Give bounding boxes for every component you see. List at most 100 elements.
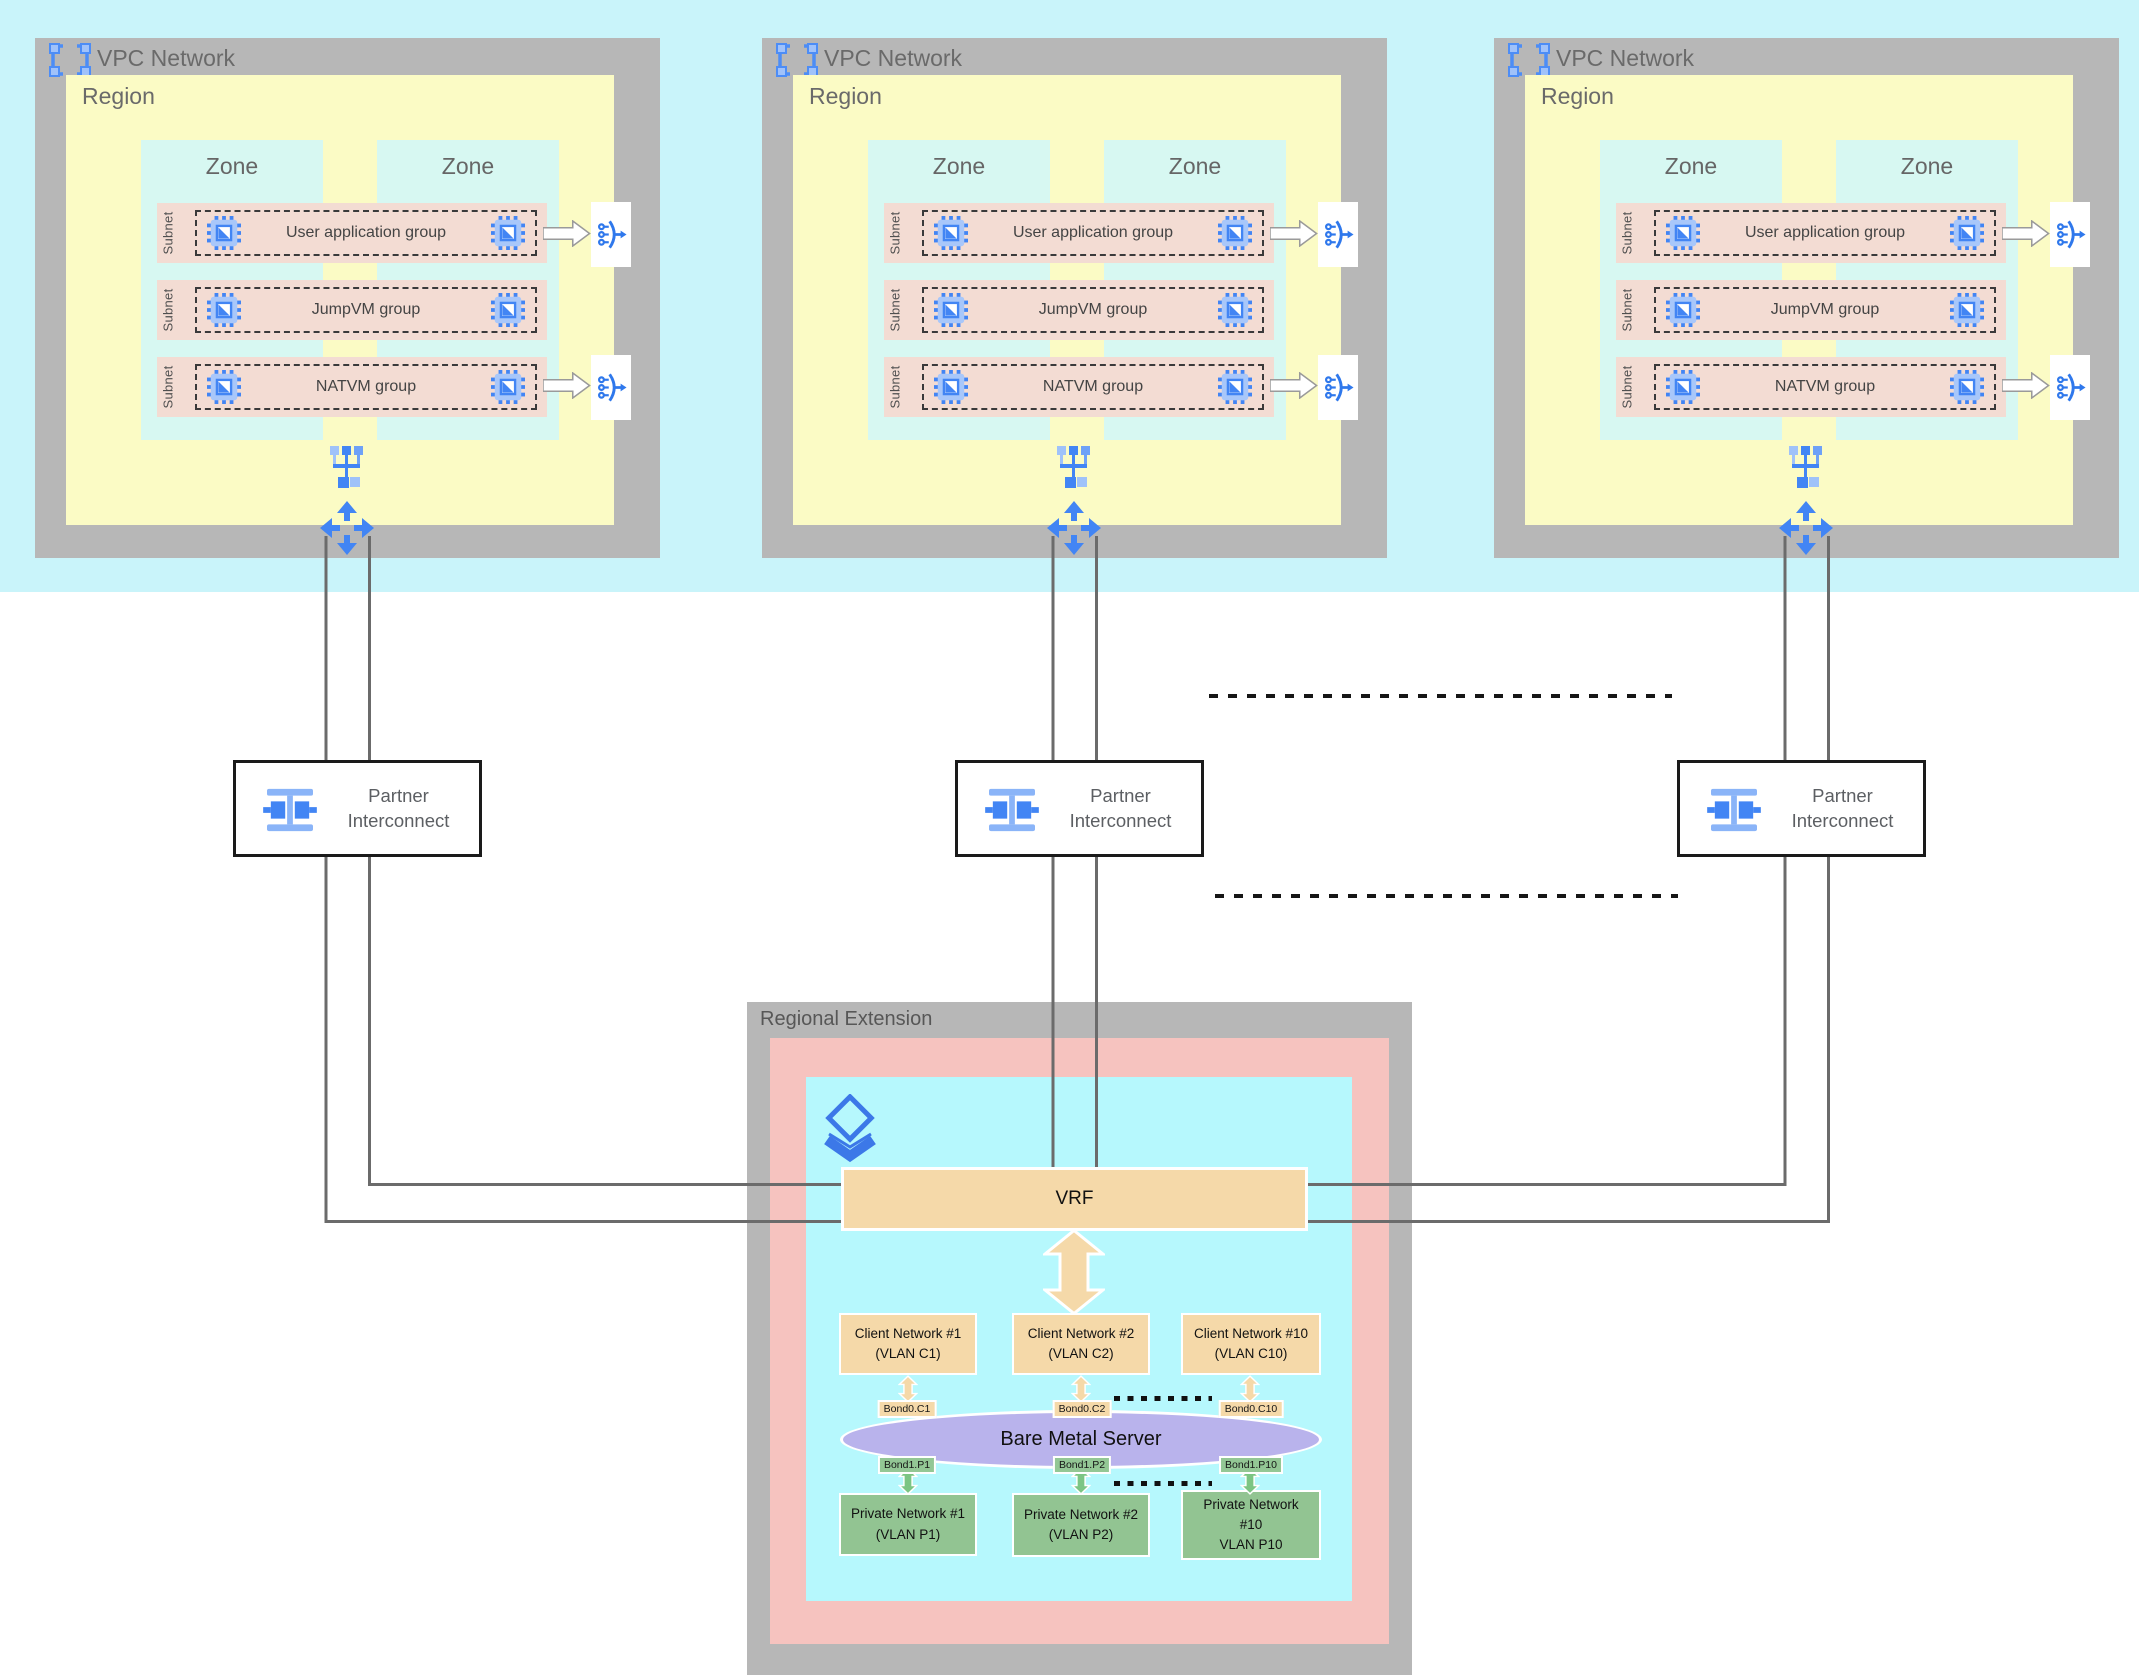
private-network-vlan: (VLAN P2) (1048, 1527, 1114, 1542)
vpc-network-icon (49, 43, 91, 77)
load-balancer-icon (596, 372, 627, 403)
load-balancer-box (591, 355, 631, 420)
partner-interconnect-box-2: Partner Interconnect (955, 760, 1204, 857)
zone-label: Zone (205, 153, 259, 179)
network-icon (328, 446, 366, 492)
partner-interconnect-line1: Partner (1812, 784, 1873, 806)
continuation-dashed-line (1209, 694, 1672, 698)
regional-extension-title: Regional Extension (760, 1008, 933, 1030)
vpc-network-title: VPC Network (1556, 45, 1695, 71)
egress-arrow (543, 220, 591, 247)
zone-label: Zone (1900, 153, 1954, 179)
subnet-label: Subnet (160, 288, 176, 332)
client-network-box-2: Client Network #2 (VLAN C2) (1012, 1313, 1150, 1375)
vm-instance-icon (491, 370, 525, 404)
bond-interface-label: Bond0.C1 (877, 1400, 937, 1418)
vpc-network-title: VPC Network (97, 45, 236, 71)
vm-instance-icon (1218, 216, 1252, 250)
zone-label: Zone (932, 153, 986, 179)
egress-arrow (2002, 372, 2050, 399)
load-balancer-box (1318, 355, 1358, 420)
partner-interconnect-label: Partner Interconnect (1046, 783, 1195, 835)
subnet-label: Subnet (1619, 365, 1635, 409)
vm-instance-icon (1218, 293, 1252, 327)
subnet-row: Subnet JumpVM group (884, 280, 1274, 340)
subnet-row: Subnet NATVM group (884, 357, 1274, 417)
vertical-double-arrow (1071, 1375, 1091, 1403)
load-balancer-icon (1323, 372, 1354, 403)
instance-group-box: User application group (195, 210, 537, 256)
vpc-network-title: VPC Network (824, 45, 963, 71)
vpc-network-icon (776, 43, 818, 77)
vm-instance-icon (1950, 370, 1984, 404)
instance-group-label: User application group (285, 224, 447, 241)
instance-group-label: JumpVM group (1770, 301, 1880, 318)
load-balancer-icon (596, 219, 627, 250)
continuation-dotted-line (1114, 1481, 1212, 1486)
subnet-label: Subnet (887, 288, 903, 332)
subnet-row: Subnet JumpVM group (157, 280, 547, 340)
private-network-box-2: Private Network #2 (VLAN P2) (1012, 1493, 1150, 1557)
load-balancer-icon (2055, 219, 2086, 250)
instance-group-label: User application group (1012, 224, 1174, 241)
zone-label: Zone (1664, 153, 1718, 179)
bond-interface-label: Bond1.P1 (877, 1456, 937, 1474)
client-network-name: Client Network #2 (1027, 1325, 1135, 1341)
instance-group-label: User application group (1744, 224, 1906, 241)
network-icon (1787, 446, 1825, 492)
instance-group-label: NATVM group (1774, 378, 1876, 395)
vpc-network-box-2: VPC Network Region Zone Zone Subnet User… (762, 38, 1387, 558)
subnet-row: Subnet NATVM group (157, 357, 547, 417)
subnet-row: Subnet NATVM group (1616, 357, 2006, 417)
client-network-vlan: (VLAN C10) (1214, 1346, 1288, 1361)
vm-instance-icon (1218, 370, 1252, 404)
bond-interface-label: Bond1.P10 (1219, 1456, 1283, 1474)
partner-interconnect-box-1: Partner Interconnect (233, 760, 482, 857)
instance-group-box: User application group (1654, 210, 1996, 256)
partner-interconnect-icon (259, 787, 321, 833)
client-network-box-1: Client Network #1 (VLAN C1) (839, 1313, 977, 1375)
instance-group-box: User application group (922, 210, 1264, 256)
partner-interconnect-line1: Partner (1090, 784, 1151, 806)
vpc-network-icon (1508, 43, 1550, 77)
instance-group-label: NATVM group (1042, 378, 1144, 395)
routes-icon (1046, 500, 1102, 556)
vm-instance-icon (1950, 216, 1984, 250)
vertical-double-arrow (1240, 1375, 1260, 1403)
client-network-vlan: (VLAN C1) (875, 1346, 941, 1361)
continuation-dashed-line (1215, 894, 1678, 898)
partner-interconnect-icon (1703, 787, 1765, 833)
vrf-box: VRF (841, 1167, 1308, 1231)
vrf-label: VRF (1055, 1188, 1094, 1209)
instance-group-box: NATVM group (922, 364, 1264, 410)
partner-interconnect-line2: Interconnect (1791, 810, 1894, 832)
load-balancer-box (591, 202, 631, 267)
client-network-name: Client Network #1 (854, 1325, 962, 1341)
partner-interconnect-label: Partner Interconnect (324, 783, 473, 835)
subnet-label: Subnet (887, 211, 903, 255)
egress-arrow (1270, 372, 1318, 399)
instance-group-label: JumpVM group (311, 301, 421, 318)
client-network-vlan: (VLAN C2) (1048, 1346, 1114, 1361)
subnet-label: Subnet (160, 365, 176, 409)
subnet-row: Subnet User application group (157, 203, 547, 263)
load-balancer-box (1318, 202, 1358, 267)
instance-group-label: NATVM group (315, 378, 417, 395)
vrf-double-arrow (1043, 1229, 1105, 1315)
partner-interconnect-box-3: Partner Interconnect (1677, 760, 1926, 857)
egress-arrow (543, 372, 591, 399)
bare-metal-server-label: Bare Metal Server (1000, 1428, 1162, 1450)
load-balancer-icon (2055, 372, 2086, 403)
client-network-name: Client Network #10 (1193, 1325, 1309, 1341)
private-network-vlan: VLAN P10 (1219, 1537, 1283, 1553)
private-network-box-10: Private Network #10 VLAN P10 (1181, 1490, 1321, 1560)
subnet-label: Subnet (887, 365, 903, 409)
private-network-name: Private Network (1203, 1496, 1299, 1512)
continuation-dotted-line (1114, 1396, 1212, 1401)
vm-instance-icon (491, 216, 525, 250)
subnet-label: Subnet (160, 211, 176, 255)
zone-label: Zone (1168, 153, 1222, 179)
egress-arrow (1270, 220, 1318, 247)
vpc-network-box-1: VPC Network Region Zone Zone Subnet User… (35, 38, 660, 558)
subnet-row: Subnet User application group (1616, 203, 2006, 263)
